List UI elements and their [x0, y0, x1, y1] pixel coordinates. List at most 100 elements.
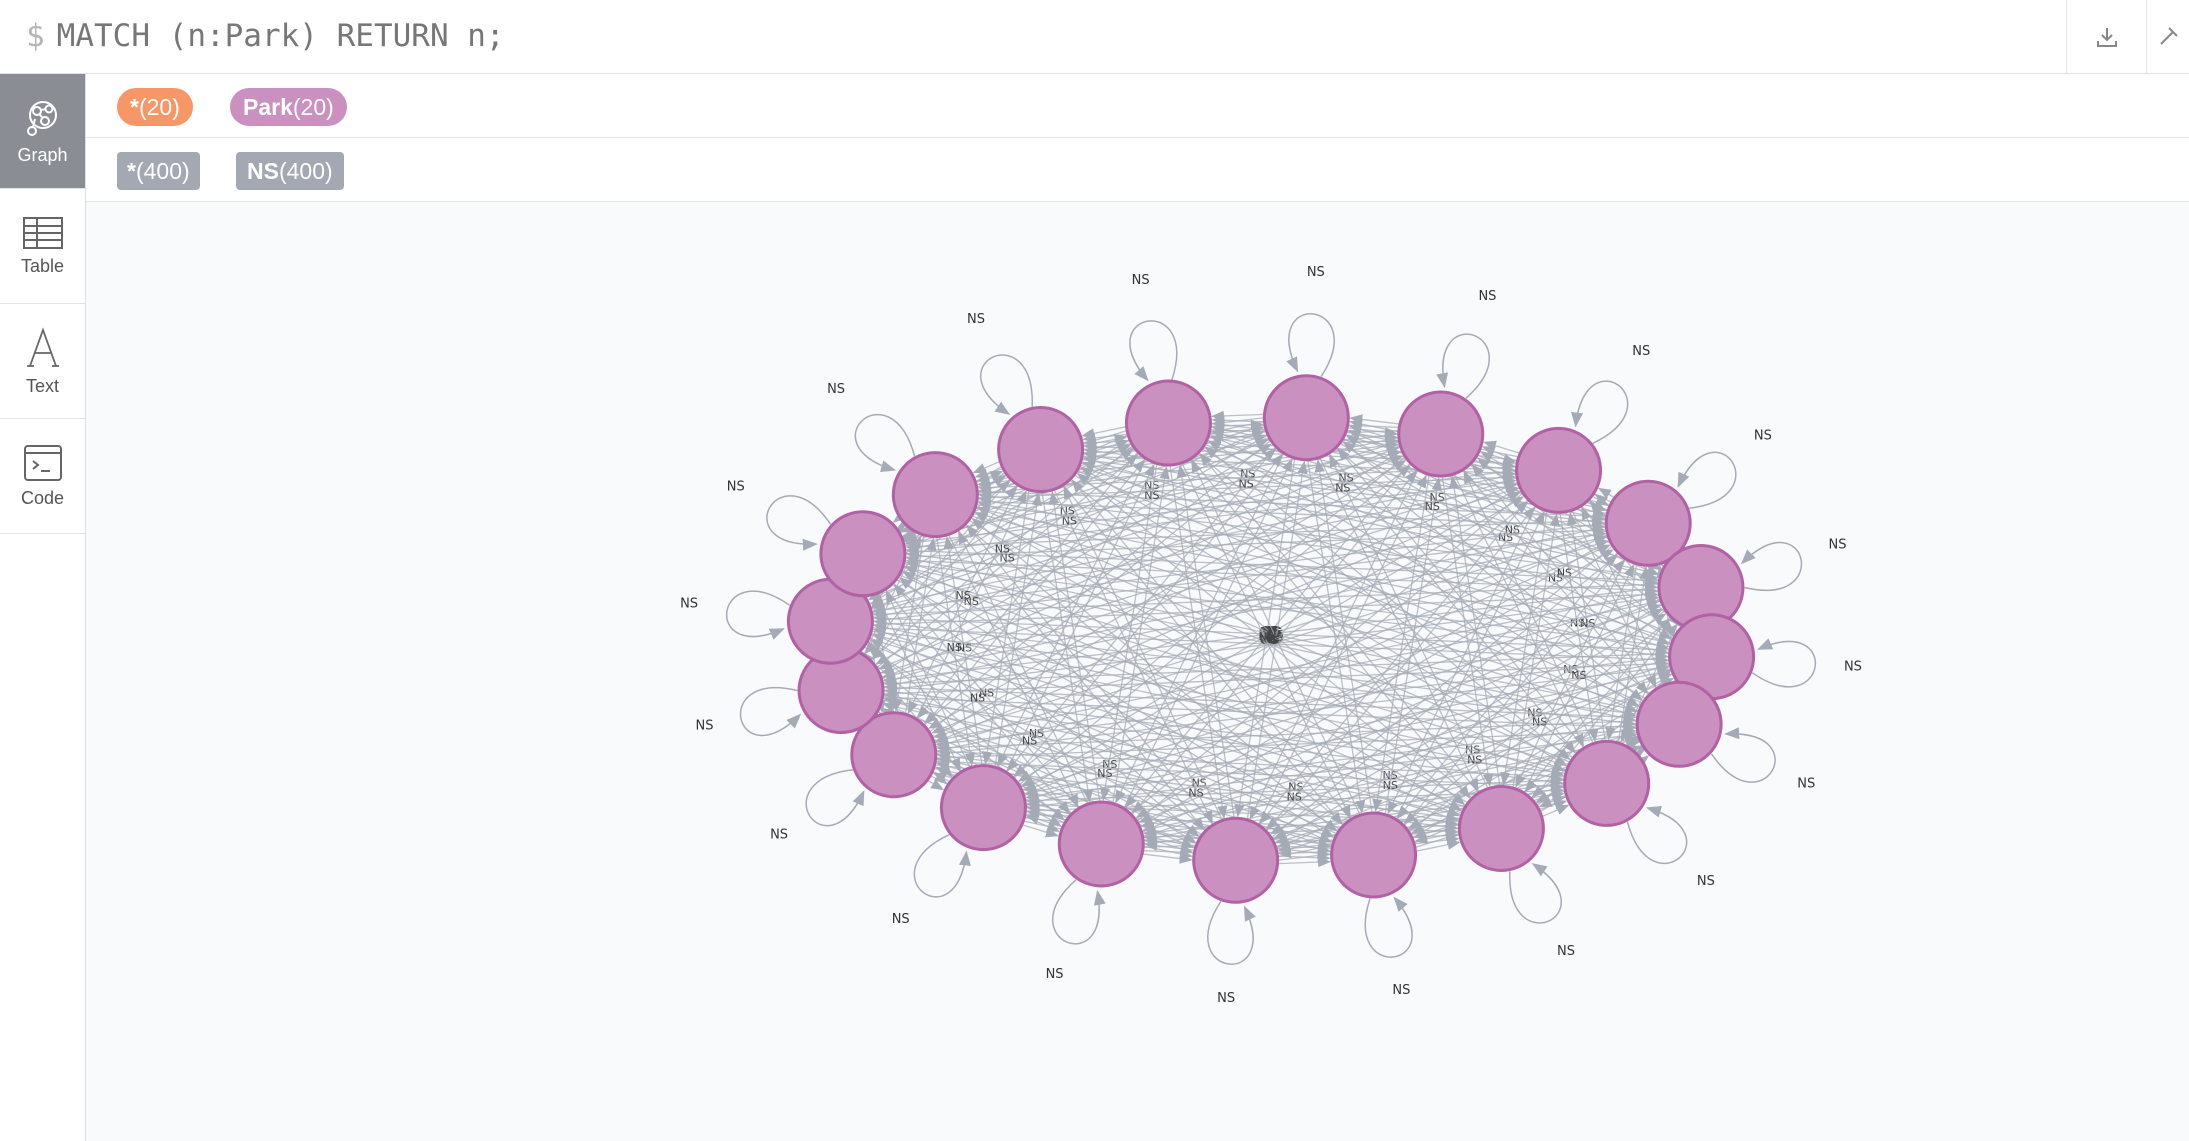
query-prompt: $ [26, 18, 45, 54]
node-label-name: Park [243, 94, 293, 120]
relationship-edge [1329, 454, 1489, 789]
relationship-edge [1018, 464, 1411, 786]
node-label-park-pill[interactable]: Park(20) [230, 88, 347, 126]
self-loop-edge [1677, 451, 1737, 509]
relationship-edge [973, 511, 1637, 718]
self-loop-label: NS [1557, 944, 1575, 959]
relationship-edge [905, 476, 1517, 555]
park-node[interactable] [1262, 374, 1350, 462]
relationship-edge [1169, 465, 1228, 819]
park-node[interactable] [891, 451, 979, 539]
self-loop-label: NS [727, 480, 745, 495]
relationship-edge [899, 574, 1461, 817]
relationship-edge [891, 583, 1200, 838]
relationship-label: NS [995, 542, 1010, 555]
self-loop-edge [913, 834, 971, 898]
self-loop-label: NS [1132, 273, 1150, 288]
relationship-edge [872, 627, 1463, 812]
node-label-count: (20) [292, 94, 334, 120]
query-text[interactable]: MATCH (n:Park) RETURN n; [56, 18, 505, 54]
relationship-edge [936, 663, 1670, 756]
relationship-all-pill[interactable]: *(400) [117, 152, 200, 190]
relationship-label: NS [1467, 754, 1482, 767]
sidebar-item-label: Code [20, 487, 65, 508]
relationship-edge [1138, 598, 1661, 823]
self-loop-label: NS [967, 312, 985, 327]
query-editor-bar: $ MATCH (n:Park) RETURN n; [0, 0, 2189, 74]
self-loop-label: NS [1307, 265, 1325, 280]
park-node[interactable] [1457, 784, 1545, 872]
relationship-edge [1190, 458, 1471, 799]
relationship-edge [958, 531, 1089, 805]
sidebar-item-text[interactable]: Text [0, 304, 85, 419]
relationship-type-count: (400) [135, 158, 190, 184]
relationship-edge [1076, 470, 1638, 713]
relationship-edge [1337, 447, 1585, 749]
relationship-edge [863, 646, 1197, 843]
relationship-edge [1210, 410, 1265, 422]
pin-button[interactable] [2146, 0, 2189, 73]
relationship-edge [896, 578, 1335, 838]
relationship-edge [1142, 672, 1673, 838]
relationship-edge [1080, 462, 1659, 587]
sidebar-item-table[interactable]: Table [0, 189, 85, 304]
park-node[interactable] [1635, 680, 1723, 768]
relationship-type-legend: *(400) NS(400) [86, 138, 2189, 202]
query-editor[interactable]: $ MATCH (n:Park) RETURN n; [26, 0, 505, 74]
park-node[interactable] [819, 510, 907, 598]
self-loop-edge [854, 413, 916, 473]
relationship-edge [1081, 426, 1127, 439]
relationship-edge [977, 500, 1606, 532]
relationship-edge [1270, 554, 1619, 839]
self-loop-edge [766, 495, 832, 551]
park-node[interactable] [1057, 800, 1145, 888]
self-loop-edge [1740, 541, 1803, 591]
park-node[interactable] [1397, 390, 1485, 478]
park-node[interactable] [939, 764, 1027, 852]
sidebar-item-label: Graph [17, 144, 68, 165]
node-label-legend: *(20) Park(20) [86, 74, 2189, 138]
relationship-edge [943, 536, 983, 766]
park-node[interactable] [1604, 479, 1692, 567]
relationship-edge [904, 433, 1267, 547]
relationship-edge [936, 720, 1637, 753]
park-node[interactable] [997, 406, 1085, 494]
result-view-sidebar: Graph Table Text Code [0, 74, 86, 1141]
relationship-edge [1201, 448, 1640, 707]
self-loop-label: NS [696, 718, 714, 733]
relationship-edge [881, 703, 1459, 828]
self-loop-label: NS [1632, 344, 1650, 359]
relationship-label: NS [1335, 481, 1350, 494]
relationship-edge [882, 696, 1637, 733]
self-loop-edge [1364, 896, 1413, 958]
sidebar-item-graph[interactable]: Graph [0, 74, 85, 189]
sidebar-item-label: Table [20, 255, 65, 276]
relationship-edge [907, 484, 1019, 715]
graph-icon [26, 100, 57, 136]
park-node[interactable] [1563, 739, 1651, 827]
park-node[interactable] [1192, 816, 1280, 904]
self-loop-label: NS [1844, 659, 1862, 674]
table-icon [22, 216, 63, 249]
relationship-ns-pill[interactable]: NS(400) [236, 152, 344, 190]
park-node[interactable] [850, 711, 938, 799]
node-label-all-pill[interactable]: *(20) [117, 88, 193, 126]
graph-visualization[interactable]: NSNSNSNSNSNSNSNSNSNSNSNSNSNSNSNSNSNSNSNS… [86, 202, 2189, 1141]
download-button[interactable] [2066, 0, 2146, 73]
park-node[interactable] [1515, 426, 1603, 514]
relationship-edge [1571, 510, 1657, 688]
relationship-edge [1197, 453, 1571, 761]
relationship-edge [1021, 824, 1059, 838]
self-loop-label: NS [770, 827, 788, 842]
relationship-edge [1500, 510, 1548, 786]
sidebar-item-code[interactable]: Code [0, 419, 85, 534]
relationship-edge [917, 451, 1139, 719]
relationship-edge [966, 524, 1214, 826]
self-loop-edge [1207, 900, 1256, 965]
relationship-edge [936, 746, 1565, 778]
self-loop-edge [1751, 638, 1817, 688]
park-node[interactable] [1330, 811, 1418, 899]
park-node[interactable] [1124, 379, 1212, 467]
relationship-edge [976, 503, 1658, 591]
